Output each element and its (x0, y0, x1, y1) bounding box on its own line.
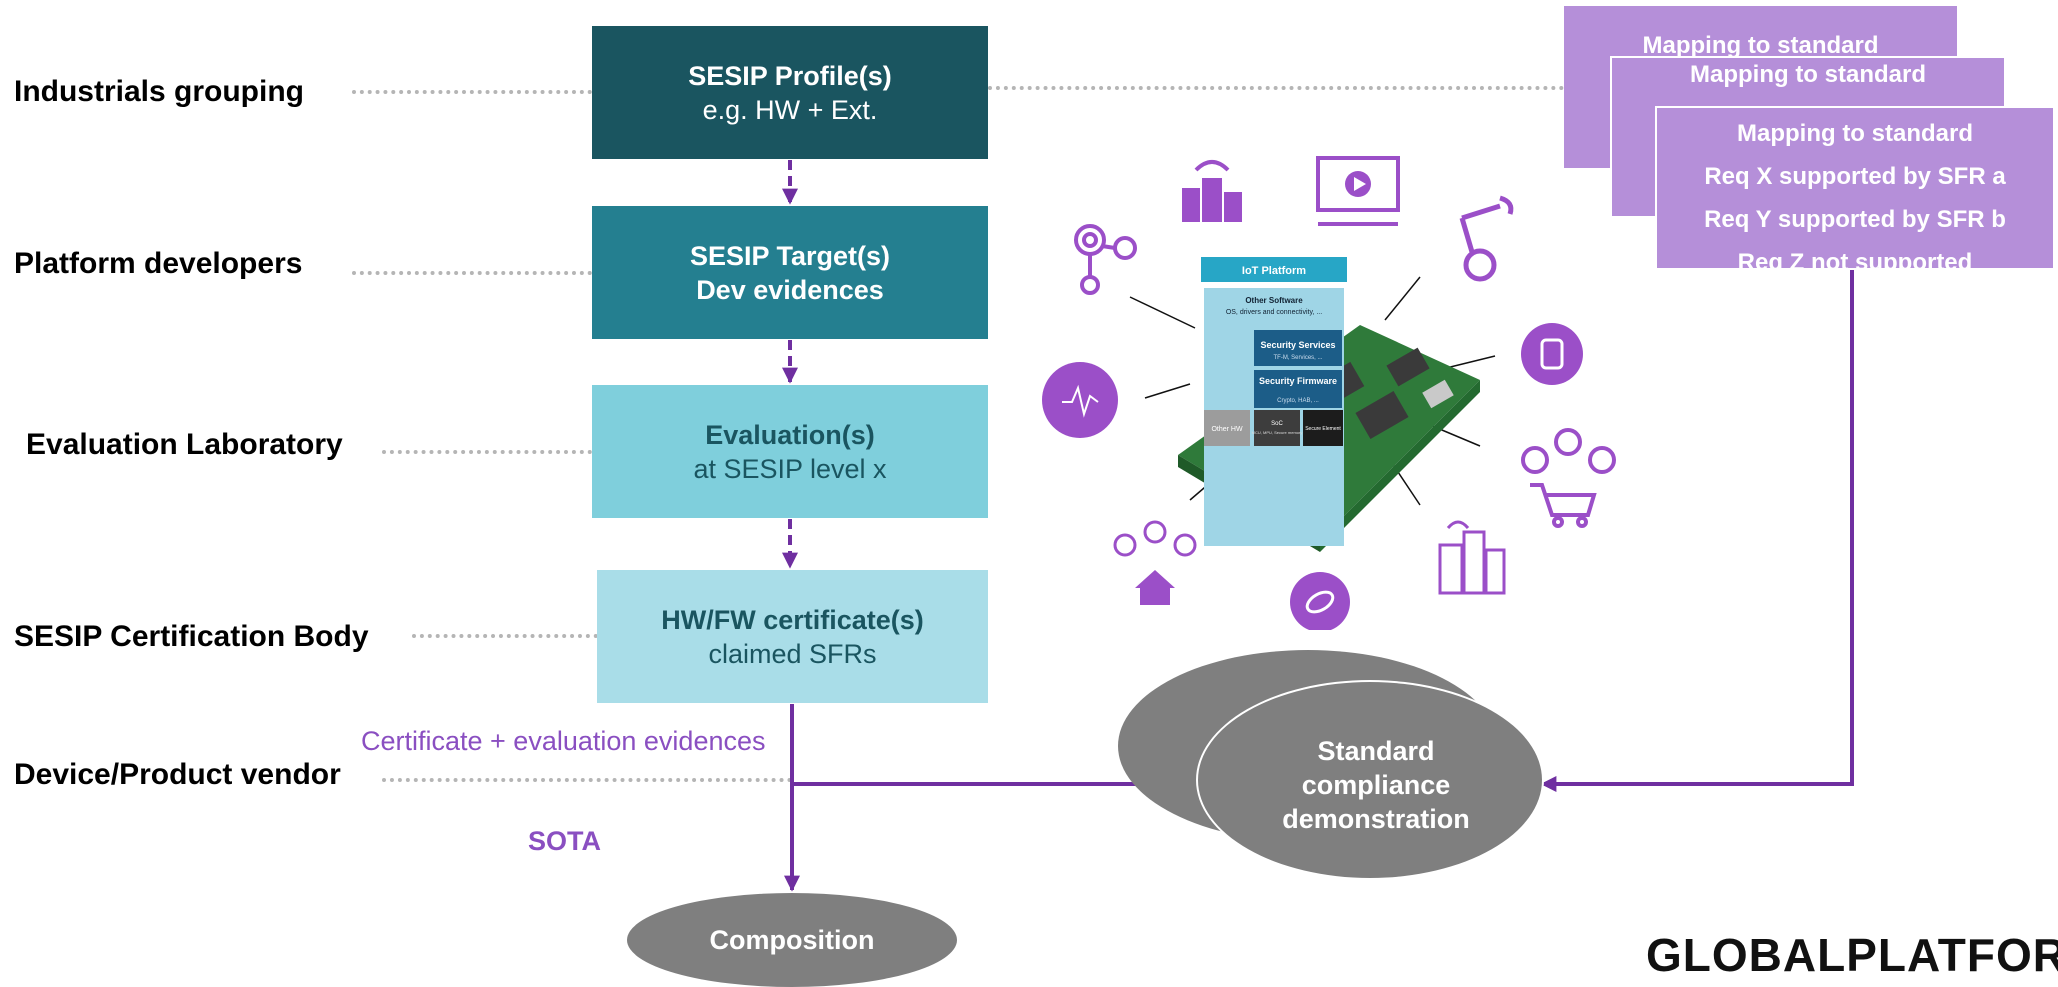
leader-line-profile-to-mapping (988, 86, 1564, 90)
network-hub-icon (1074, 224, 1137, 295)
mapping-card-front-title: Mapping to standard (1737, 120, 1973, 147)
sesip-target-subtitle: Dev evidences (696, 274, 884, 305)
sesip-profile-box: SESIP Profile(s) e.g. HW + Ext. (592, 26, 988, 159)
mapping-card-middle-title: Mapping to standard (1690, 61, 1926, 88)
sota-label: SOTA (528, 826, 601, 856)
role-evaluation-laboratory: Evaluation Laboratory (26, 428, 343, 461)
mapping-card-front: Mapping to standard Req X supported by S… (1655, 106, 2055, 276)
compliance-cloud-front (1196, 680, 1544, 880)
smartwatch-icon (1521, 323, 1583, 385)
compliance-line-1: Standard (1317, 736, 1435, 766)
video-screen-icon (1316, 156, 1400, 226)
sesip-profile-title: SESIP Profile(s) (688, 60, 892, 91)
leader-line-evaluation (382, 450, 592, 454)
smart-building-icon (1182, 160, 1242, 222)
arrow-mapping-to-compliance (1540, 270, 1854, 792)
leader-line-vendor (382, 778, 792, 782)
other-hw-label: Other HW (1211, 426, 1243, 433)
soc-label: SoC (1271, 421, 1283, 427)
smart-home-icon (1113, 520, 1197, 605)
evaluation-box: Evaluation(s) at SESIP level x (592, 385, 988, 518)
globalplatform-logo: GLOBALPLATFORM (1646, 929, 2058, 981)
leader-line-platform (352, 271, 592, 275)
compliance-line-2: compliance (1301, 770, 1451, 800)
mapping-line-req-y: Req Y supported by SFR b (1704, 206, 2006, 233)
compliance-label: Standard compliance demonstration (1196, 734, 1556, 836)
secure-element-label: Secure Element (1305, 426, 1341, 432)
soc-sub: MCU, MPU, Secure memory (1252, 430, 1303, 435)
security-services-label: Security Services (1260, 340, 1335, 350)
mapping-card-back-title: Mapping to standard (1642, 32, 1879, 59)
iot-platform-title: IoT Platform (1242, 265, 1306, 277)
certificate-box: HW/FW certificate(s) claimed SFRs (597, 570, 988, 703)
role-sesip-certification-body: SESIP Certification Body (14, 620, 369, 653)
compliance-line-3: demonstration (1282, 804, 1470, 834)
sesip-target-box: SESIP Target(s) Dev evidences (592, 206, 988, 339)
composition-ellipse: Composition (627, 893, 957, 987)
other-software-sub: OS, drivers and connectivity, ... (1226, 309, 1322, 316)
mapping-line-req-z: Req Z not supported (1737, 249, 1973, 276)
iot-illustration: IoT Platform Other Software OS, drivers … (1042, 156, 1616, 630)
evaluation-subtitle: at SESIP level x (693, 453, 887, 484)
composition-label: Composition (709, 924, 875, 955)
iot-platform-stack: IoT Platform Other Software OS, drivers … (1201, 257, 1347, 546)
leader-line-industrials (352, 90, 592, 94)
shopping-cart-icon (1521, 428, 1616, 528)
certificate-subtitle: claimed SFRs (708, 638, 877, 669)
sesip-profile-subtitle: e.g. HW + Ext. (702, 94, 878, 125)
security-services-sub: TF-M, Services, ... (1273, 355, 1322, 361)
security-firmware-sub: Crypto, HAB, ... (1277, 398, 1319, 404)
security-firmware-label: Security Firmware (1259, 376, 1337, 386)
mapping-line-req-x: Req X supported by SFR a (1704, 163, 2006, 190)
certificate-evidences-label: Certificate + evaluation evidences (361, 726, 766, 756)
evaluation-title: Evaluation(s) (705, 419, 875, 450)
role-platform-developers: Platform developers (14, 247, 303, 280)
role-device-product-vendor: Device/Product vendor (14, 758, 341, 791)
robot-arm-icon (1459, 195, 1514, 282)
satellite-icon (1290, 572, 1350, 630)
certificate-title: HW/FW certificate(s) (661, 604, 924, 635)
sesip-target-title: SESIP Target(s) (689, 240, 891, 271)
other-software-label: Other Software (1245, 296, 1303, 305)
leader-line-certification (412, 634, 598, 638)
role-industrials-grouping: Industrials grouping (14, 75, 304, 108)
smart-city-icon (1438, 520, 1506, 595)
sound-wave-icon (1042, 362, 1118, 438)
